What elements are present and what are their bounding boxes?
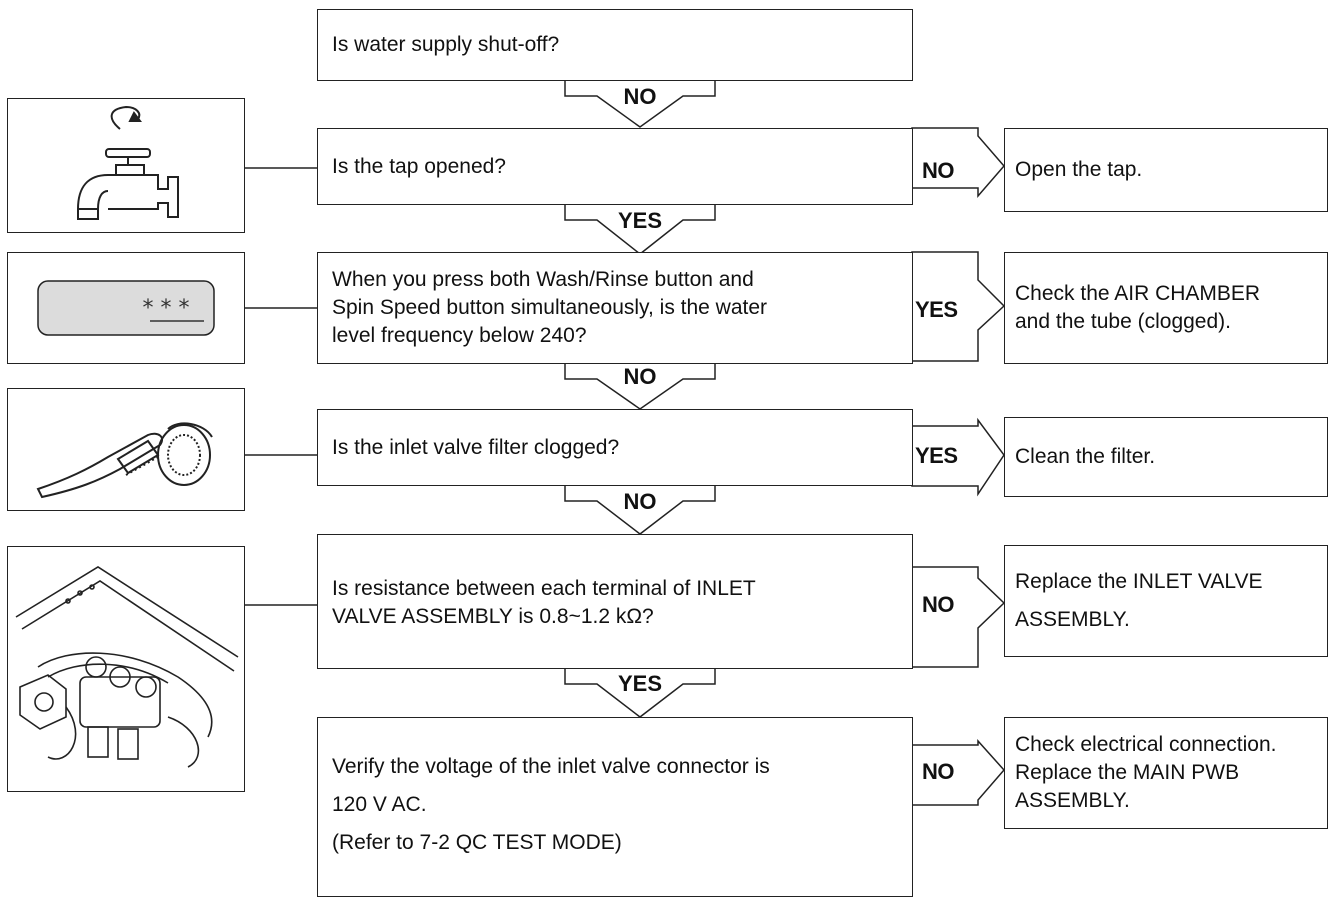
water-tap-icon xyxy=(76,105,179,220)
down-label-yes: YES xyxy=(617,208,663,233)
result-open-tap: Open the tap. xyxy=(1004,128,1328,212)
result-air-chamber: Check the AIR CHAMBER and the tube (clog… xyxy=(1004,252,1328,364)
picture-display-panel: * * * xyxy=(7,252,245,364)
down-label-no: NO xyxy=(623,364,657,389)
result-text: Check the AIR CHAMBER xyxy=(1015,282,1261,305)
down-arrow-2 xyxy=(564,203,716,255)
step-text: level frequency below 240? xyxy=(332,324,587,347)
panel-digits: * * * xyxy=(143,296,190,321)
result-check-electrical: Check electrical connection. Replace the… xyxy=(1004,717,1328,829)
step-text: Is water supply shut-off? xyxy=(332,33,560,56)
picture-tap xyxy=(7,98,245,233)
step-text: (Refer to 7-2 QC TEST MODE) xyxy=(332,831,622,854)
down-label-no: NO xyxy=(623,489,657,514)
down-arrow-5 xyxy=(564,667,716,718)
result-text: Check electrical connection. xyxy=(1015,733,1277,756)
step-text: Is the tap opened? xyxy=(332,154,506,178)
inlet-valve-assembly-icon xyxy=(15,566,239,768)
result-text: Clean the filter. xyxy=(1015,445,1156,468)
step-text: Spin Speed button simultaneously, is the… xyxy=(332,296,768,319)
step-text: When you press both Wash/Rinse button an… xyxy=(332,268,754,291)
picture-brush-filter xyxy=(7,388,245,511)
side-arrow-2 xyxy=(911,127,1005,199)
side-label-no: NO xyxy=(922,592,955,617)
down-arrow-1 xyxy=(564,79,716,128)
side-label-yes: YES xyxy=(915,297,958,322)
down-arrow-4 xyxy=(564,484,716,535)
picture-inlet-valve xyxy=(7,546,245,792)
result-text: Replace the MAIN PWB xyxy=(1015,761,1240,784)
side-arrow-4 xyxy=(911,417,1005,497)
result-replace-valve: Replace the INLET VALVE ASSEMBLY. xyxy=(1004,545,1328,657)
brush-filter-icon xyxy=(36,422,213,499)
step-inlet-filter: Is the inlet valve filter clogged? xyxy=(317,409,913,486)
step-text: 120 V AC. xyxy=(332,793,427,816)
result-text: Open the tap. xyxy=(1015,158,1143,181)
step-text: Is resistance between each terminal of I… xyxy=(332,577,756,600)
down-label-yes: YES xyxy=(617,671,663,696)
down-arrow-3 xyxy=(564,362,716,410)
side-label-no: NO xyxy=(922,759,955,784)
side-label-no: NO xyxy=(922,158,955,183)
result-text: Replace the INLET VALVE xyxy=(1015,570,1263,593)
step-valve-resistance: Is resistance between each terminal of I… xyxy=(317,534,913,669)
result-text: ASSEMBLY. xyxy=(1015,608,1130,631)
step-water-level-frequency: When you press both Wash/Rinse button an… xyxy=(317,252,913,364)
result-clean-filter: Clean the filter. xyxy=(1004,417,1328,497)
step-tap-opened: Is the tap opened? xyxy=(317,128,913,205)
result-text: and the tube (clogged). xyxy=(1015,310,1231,333)
result-text: ASSEMBLY. xyxy=(1015,789,1130,812)
step-water-supply: Is water supply shut-off? xyxy=(317,9,913,81)
step-text: Is the inlet valve filter clogged? xyxy=(332,435,620,459)
side-arrow-5 xyxy=(911,566,1006,668)
side-label-yes: YES xyxy=(915,443,958,468)
side-arrow-6 xyxy=(911,739,1005,806)
step-text: Verify the voltage of the inlet valve co… xyxy=(332,755,770,778)
step-text: VALVE ASSEMBLY is 0.8~1.2 kΩ? xyxy=(332,605,654,628)
step-verify-voltage: Verify the voltage of the inlet valve co… xyxy=(317,717,913,897)
side-arrow-3 xyxy=(911,251,1006,362)
down-label-no: NO xyxy=(623,84,657,109)
display-panel-icon: * * * xyxy=(37,280,215,336)
